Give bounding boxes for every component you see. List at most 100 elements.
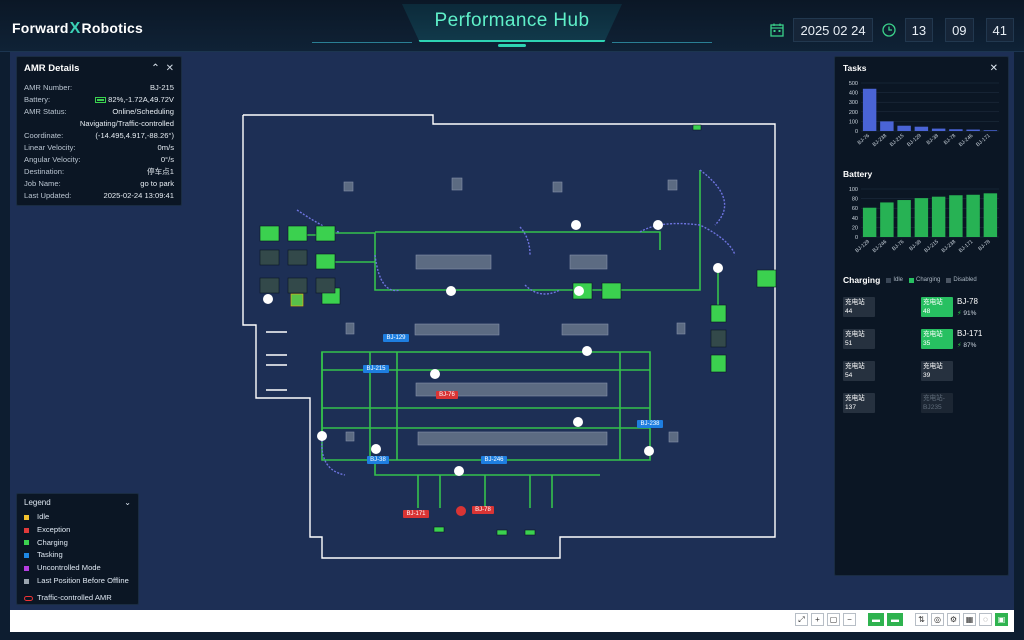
location-icon[interactable]: ◎ [931, 613, 944, 626]
x-tick-label: BJ-38 [908, 239, 922, 252]
x-tick-label: BJ-215 [889, 133, 906, 148]
x-tick-label: BJ-76 [891, 239, 905, 252]
y-tick-label: 200 [849, 110, 858, 116]
legend-item: Uncontrolled Mode [24, 562, 131, 575]
park-markers [266, 331, 287, 391]
amr-detail-value: Online/Scheduling [112, 107, 174, 116]
x-tick-label: BJ-215 [923, 239, 940, 254]
tasks-bar [914, 126, 929, 131]
amr-detail-row: Last Updated:2025-02-24 13:09:41 [24, 190, 174, 202]
legend-item: Last Position Before Offline [24, 575, 131, 588]
amr-tag-bj238[interactable]: BJ-238 [637, 420, 663, 428]
grid-icon[interactable]: ▦ [963, 613, 976, 626]
map-canvas[interactable] [10, 52, 1014, 610]
station-name: 充电站- [923, 395, 945, 402]
amr-detail-key: Last Updated: [24, 191, 72, 200]
fit-view-icon[interactable]: ▢ [827, 613, 840, 626]
legend-swatch [24, 540, 29, 546]
station-charge-pct: ⚡ 87% [957, 342, 977, 349]
amr-detail-row: Linear Velocity:0m/s [24, 142, 174, 154]
station-number: 137 [845, 404, 857, 411]
y-tick-label: 500 [849, 81, 858, 87]
tasks-bar [862, 88, 877, 131]
y-tick-label: 60 [852, 206, 858, 212]
amr-tag-bj171[interactable]: BJ-171 [403, 510, 429, 518]
x-tick-label: BJ-76 [857, 133, 871, 146]
swap-icon[interactable]: ⇅ [915, 613, 928, 626]
amr-tag-bj215[interactable]: BJ-215 [363, 365, 389, 373]
zoom-in-icon[interactable]: + [811, 613, 824, 626]
hide-icon[interactable]: ◌ [979, 613, 992, 626]
settings-icon[interactable]: ⚙ [947, 613, 960, 626]
amr-detail-value: (-14.495,4.917,-88.26°) [95, 131, 174, 140]
logo-text-right: Robotics [81, 20, 144, 36]
amr-detail-key: Destination: [24, 167, 65, 176]
x-tick-label: BJ-246 [958, 133, 975, 148]
legend-swatch [24, 566, 29, 572]
station-amr-id: BJ-78 [957, 297, 978, 306]
legend-label: Idle [37, 512, 50, 521]
station-charge-pct: ⚡ 91% [957, 310, 977, 317]
storage-racks [343, 177, 686, 446]
tasks-bar [880, 121, 894, 131]
amr-detail-key: Coordinate: [24, 131, 64, 140]
legend-swatch [24, 578, 29, 584]
x-tick-label: BJ-78 [943, 133, 957, 146]
amr-tag-bj38[interactable]: BJ-38 [367, 456, 389, 464]
amr-detail-row: Job Name:go to park [24, 178, 174, 190]
y-tick-label: 0 [855, 235, 858, 241]
charging-legend-charging: Charging [909, 277, 940, 283]
bolt-icon: ⚡ [957, 310, 962, 317]
amr-details-header: AMR Details ⌃ ✕ [24, 63, 174, 74]
tasks-bar [897, 125, 911, 131]
station-name: 充电站 [845, 363, 865, 370]
close-icon[interactable]: ✕ [989, 63, 998, 74]
company-logo: ForwardXRobotics [12, 20, 143, 38]
fullscreen-icon[interactable]: ⤢ [795, 613, 808, 626]
path-toggle-icon[interactable]: ▬ [887, 613, 903, 626]
bottom-toolbar: ⤢ + ▢ − ▬ ▬ ⇅ ◎ ⚙ ▦ ◌ ▣ [10, 610, 1014, 632]
station-number: 39 [923, 372, 931, 379]
legend-traffic-label: Traffic-controlled AMR [37, 592, 112, 602]
banner-line-left [312, 42, 412, 43]
bolt-icon: ⚡ [957, 342, 962, 349]
legend-item: Exception [24, 524, 131, 537]
amr-detail-value: 停车点1 [146, 167, 174, 176]
amr-detail-value: BJ-215 [149, 83, 174, 92]
top-header: ForwardXRobotics Performance Hub 2025 02… [0, 0, 1024, 52]
amr-tag-bj129[interactable]: BJ-129 [383, 334, 409, 342]
zoom-out-icon[interactable]: − [843, 613, 856, 626]
map-outer-wall [242, 114, 776, 559]
layer-toggle-icon[interactable]: ▬ [868, 613, 884, 626]
charging-station[interactable]: 充电站-BJ235 [921, 393, 953, 413]
station-number: 54 [845, 372, 853, 379]
battery-bar [880, 202, 894, 237]
legend-swatch [24, 553, 29, 559]
amr-tag-bj76[interactable]: BJ-76 [436, 391, 458, 399]
charging-title: Charging [843, 275, 881, 285]
legend-header[interactable]: Legend ⌄ [24, 498, 131, 507]
chevron-down-icon[interactable]: ⌄ [124, 498, 131, 507]
charging-station[interactable]: 充电站 54 [843, 361, 875, 381]
amr-detail-key: Angular Velocity: [24, 155, 81, 164]
station-number: 44 [845, 308, 853, 315]
station-name: 充电站 [923, 331, 943, 338]
close-icon[interactable]: ✕ [165, 63, 174, 74]
y-tick-label: 40 [852, 216, 858, 222]
collapse-icon[interactable]: ⌃ [151, 63, 160, 74]
amr-detail-value: 82%,-1.72A,49.72V [95, 94, 174, 106]
x-tick-label: BJ-78 [977, 239, 991, 252]
legend-label: Uncontrolled Mode [37, 563, 101, 573]
amr-tag-bj78[interactable]: BJ-78 [472, 506, 494, 514]
amr-tag-bj246[interactable]: BJ-246 [481, 456, 507, 464]
legend-label: Tasking [37, 550, 63, 560]
panel-toggle-icon[interactable]: ▣ [995, 613, 1008, 626]
